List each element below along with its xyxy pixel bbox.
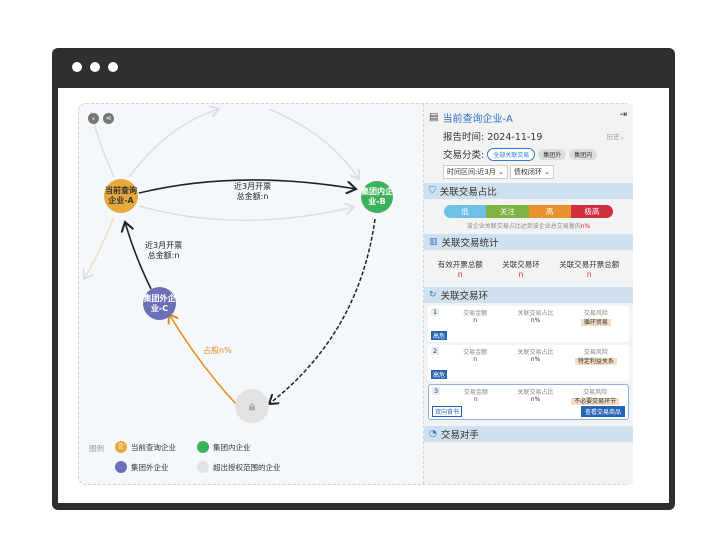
- section-ratio: ⛉关联交易占比: [424, 183, 633, 199]
- lock-icon: [197, 461, 209, 473]
- section-counterparty[interactable]: ◔交易对手: [424, 426, 633, 442]
- node-inner-company[interactable]: 集团内企业-B: [361, 181, 393, 213]
- edge-c-a: [125, 222, 152, 290]
- counterparty-icon: ◔: [429, 429, 437, 439]
- legend-outer: 集团外企业: [115, 461, 169, 473]
- legend-label: 集团内企业: [213, 442, 251, 452]
- chip-outer[interactable]: 集团外: [538, 148, 567, 160]
- main-panel: ‹ ⋖ 当前查询企业-A 集团内企业-B 集团外企业-C 🔒︎ 近3月开票总金额…: [78, 103, 633, 485]
- share-button[interactable]: ⋖: [103, 113, 114, 124]
- faded-edge: [128, 109, 219, 178]
- window-dot: [90, 62, 100, 72]
- window-dot: [72, 62, 82, 72]
- level-attention: 关注: [486, 205, 529, 218]
- risk-tag: 高危: [431, 370, 448, 379]
- level-very-high: 极高: [570, 205, 613, 218]
- edge-lock-c: [169, 314, 237, 405]
- legend-title: 图例: [89, 444, 104, 453]
- level-high: 高: [528, 205, 571, 218]
- report-time: 报告时间: 2024-11-19: [443, 132, 543, 143]
- node-current-company[interactable]: 当前查询企业-A: [104, 179, 138, 213]
- relation-graph[interactable]: ‹ ⋖ 当前查询企业-A 集团内企业-B 集团外企业-C 🔒︎ 近3月开票总金额…: [79, 104, 422, 484]
- ratio-note: 该企业关联交易占比达到该企业总交易量的n%: [466, 223, 591, 230]
- risk-level-bar: 低 关注 高 极高: [444, 205, 613, 218]
- report-icon: ▤: [429, 112, 439, 123]
- legend-label: 当前查询企业: [131, 442, 176, 452]
- chip-all[interactable]: 全部关联交易: [487, 147, 536, 161]
- edge-a-b: [138, 179, 356, 193]
- company-title: 当前查询企业-A: [442, 114, 513, 125]
- legend-label: 超出授权范围的企业: [213, 462, 281, 472]
- app-window: ‹ ⋖ 当前查询企业-A 集团内企业-B 集团外企业-C 🔒︎ 近3月开票总金额…: [52, 48, 675, 510]
- faded-edge: [138, 206, 354, 221]
- edge-b-lock: [269, 218, 376, 404]
- cycle-icon: ↻: [429, 290, 437, 300]
- faded-edge: [84, 216, 115, 279]
- risk-tag: 高危: [431, 331, 448, 340]
- risk-tag: 双向背书: [432, 406, 463, 417]
- legend-label: 集团外企业: [131, 462, 169, 472]
- edge-label-c-a: 近3月开票总金额:n: [145, 241, 183, 261]
- level-low: 低: [444, 205, 487, 218]
- node-outer-company[interactable]: 集团外企业-C: [143, 287, 176, 320]
- legend-current: 企当前查询企业: [115, 441, 176, 453]
- category-label: 交易分类:: [443, 150, 485, 161]
- closure-select[interactable]: 债权闭环 ⌄: [509, 165, 554, 179]
- collapse-panel-icon[interactable]: ⇥: [619, 110, 627, 120]
- chart-icon: ▥: [429, 237, 438, 247]
- window-dot: [108, 62, 118, 72]
- lock-icon: 🔒︎: [248, 398, 256, 413]
- edge-label-share: 占股n%: [203, 346, 232, 355]
- history-dropdown[interactable]: 历史⌄: [606, 133, 625, 141]
- faded-edge: [268, 108, 359, 179]
- outer-company-icon: [115, 461, 127, 473]
- current-company-icon: 企: [115, 441, 127, 453]
- graph-edges: [79, 104, 376, 484]
- back-button[interactable]: ‹: [88, 113, 99, 124]
- legend-locked: 超出授权范围的企业: [197, 461, 281, 473]
- legend-inner: 集团内企业: [197, 441, 251, 453]
- section-stats: ▥关联交易统计: [424, 234, 633, 250]
- edge-label-a-b: 近3月开票总金额:n: [234, 182, 272, 202]
- node-locked-company[interactable]: 🔒︎: [235, 389, 269, 423]
- chip-inner[interactable]: 集团内: [569, 148, 598, 160]
- shield-icon: ⛉: [429, 186, 436, 196]
- section-rings: ↻关联交易环: [424, 287, 633, 303]
- inner-company-icon: [197, 441, 209, 453]
- time-range-select[interactable]: 时间区间:近3月 ⌄: [443, 165, 508, 179]
- view-goods-button[interactable]: 查看交易商品: [580, 406, 625, 417]
- window-content: ‹ ⋖ 当前查询企业-A 集团内企业-B 集团外企业-C 🔒︎ 近3月开票总金额…: [58, 88, 669, 503]
- detail-sidebar: ▤当前查询企业-A ⇥ 报告时间: 2024-11-19 历史⌄ 交易分类: 全…: [423, 104, 633, 484]
